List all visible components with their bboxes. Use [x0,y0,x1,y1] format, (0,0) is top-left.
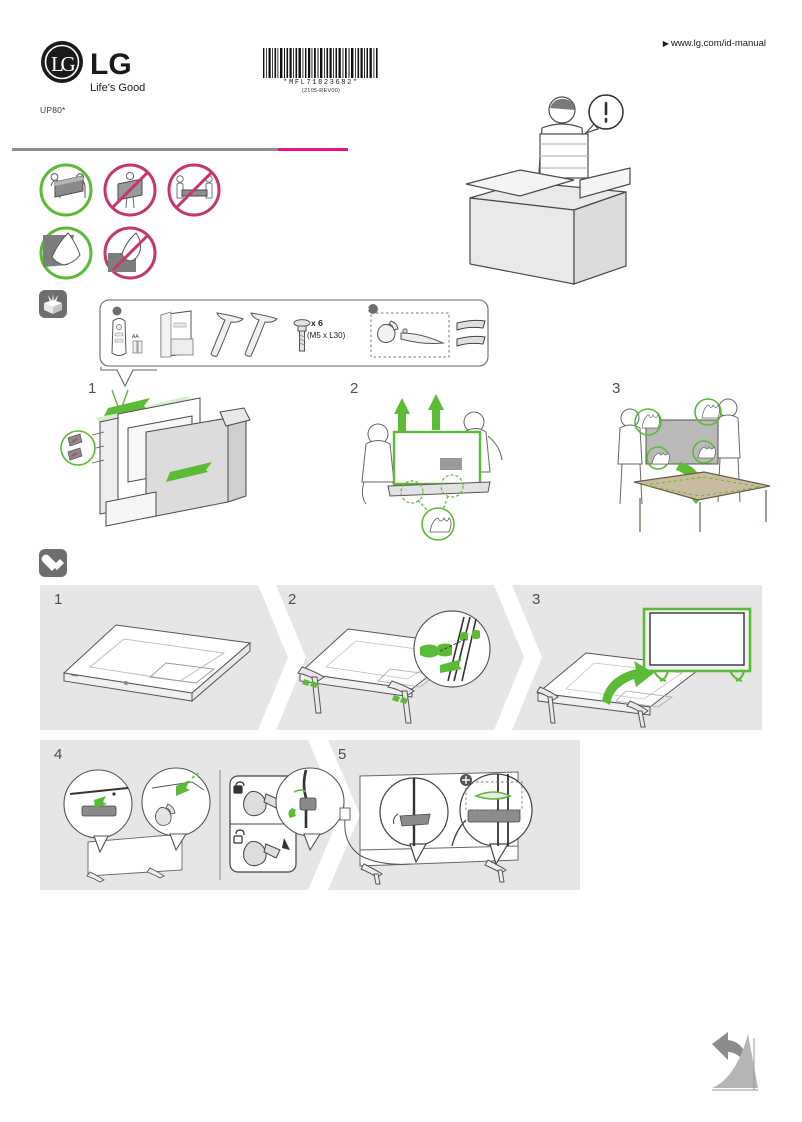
lg-logo: L G LG Life's Good [38,40,168,96]
divider-accent-segment [278,148,348,151]
assembly-step-3-number: 3 [532,591,541,608]
divider-grey-segment [12,148,348,151]
assembly-step-2-illustration [297,610,491,724]
barcode-revision: (2105-REV00) [301,88,341,94]
unboxing-step-1-number: 1 [88,380,97,397]
assembly-step-5-illustration [339,771,533,885]
assembly-step-1-illustration [62,624,252,703]
screwdriver-icon [39,549,67,577]
open-box-icon [39,290,67,318]
header-divider [12,148,348,152]
svg-text:Life's Good: Life's Good [90,82,145,94]
stand-legs-item [210,312,278,357]
carry-screen-down-not-allowed-icon [167,163,221,217]
page-turn-icon [712,1032,758,1091]
person-reading-manual-with-open-box-illustration [465,94,631,285]
assembly-step-5-number: 5 [338,746,347,763]
unboxing-step-3-illustration [617,398,771,532]
assembly-step-3-illustration [536,607,752,728]
cable-holders-item [456,319,486,347]
assembly-steps-row-2: 4 [40,740,580,890]
one-person-carry-not-allowed-icon [103,163,157,217]
triangle-right-icon: ▶ [662,39,669,48]
hold-frame-edge-ok-icon [39,226,93,280]
screws-item [293,319,311,352]
barcode-image [263,48,378,78]
manual-url[interactable]: ▶www.lg.com/id-manual [663,38,766,49]
manual-url-text: www.lg.com/id-manual [670,38,766,49]
assembly-step-2-number: 2 [288,591,297,608]
accessories-callout-tail [100,367,157,388]
model-code: UP80* [40,105,66,115]
user-manual-item [160,310,194,358]
svg-text:AA: AA [132,334,139,340]
barcode-number: *MFL71823682* [283,79,359,87]
handling-icon-grid [38,162,222,288]
unboxing-step-1-illustration [60,389,251,527]
assembly-step-1-number: 1 [54,591,63,608]
svg-text:L: L [51,52,64,76]
unboxing-steps-row: 1 [0,372,802,542]
svg-text:LG: LG [90,48,132,81]
unboxing-step-3-number: 3 [612,380,621,397]
svg-text:G: G [61,52,76,76]
accessories-panel: AA [99,299,489,367]
unboxing-step-2-illustration [361,394,503,541]
assembly-step-4-number: 4 [54,746,63,763]
unboxing-step-2-number: 2 [350,380,359,397]
barcode-block: *MFL71823682* (2105-REV00) [262,48,380,94]
remote-control-item: AA [111,306,143,356]
assembly-steps-row-1: 1 2 [40,585,762,730]
screw-spec-label: (M5 x L30) [307,331,346,340]
two-people-carry-ok-icon [39,163,93,217]
press-screen-not-allowed-icon [103,226,157,280]
cable-clip-and-tie-item [365,304,450,358]
assembly-step-4-illustration [63,767,345,883]
screw-count-label: x 6 [311,318,323,328]
